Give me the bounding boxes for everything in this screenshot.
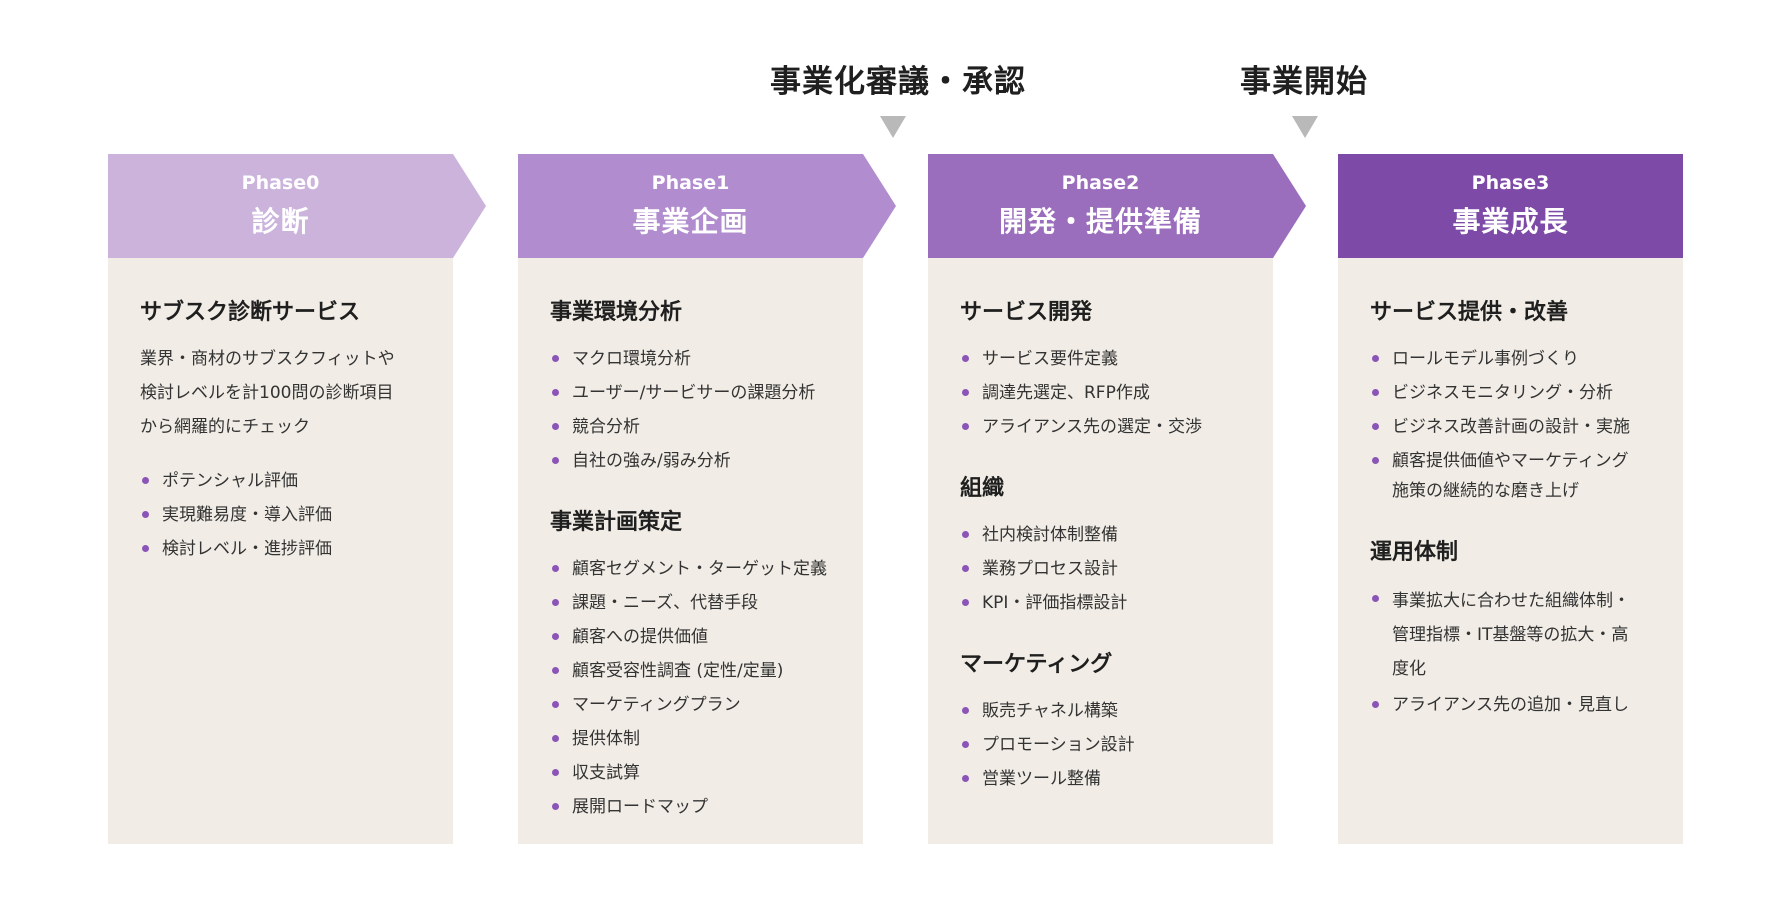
section-title: マーケティング — [960, 652, 1113, 677]
list-item: 営業ツール整備 — [960, 762, 1243, 796]
milestone-launch-label: 事業開始 — [1240, 64, 1368, 100]
phase-2-column: Phase2 開発・提供準備 サービス開発 サービス要件定義 調達先選定、RFP… — [928, 154, 1306, 844]
phase-1-name: 事業企画 — [632, 205, 749, 238]
list-item: 顧客への提供価値 — [550, 620, 833, 654]
phase-2-name: 開発・提供準備 — [998, 205, 1202, 238]
section-list: サービス要件定義 調達先選定、RFP作成 アライアンス先の選定・交渉 — [960, 342, 1243, 444]
phase-3-header: Phase3 事業成長 — [1338, 154, 1683, 258]
description-line: から網羅的にチェック — [140, 417, 310, 437]
list-item-line: 度化 — [1392, 659, 1426, 679]
phase-2-number: Phase2 — [1061, 172, 1140, 194]
list-item: サービス要件定義 — [960, 342, 1243, 376]
list-item: 展開ロードマップ — [550, 790, 833, 824]
list-item: 提供体制 — [550, 722, 833, 756]
list-item: 顧客提供価値やマーケティング 施策の継続的な磨き上げ — [1370, 444, 1653, 508]
list-item: 販売チャネル構築 — [960, 694, 1243, 728]
section-title: サブスク診断サービス — [140, 300, 361, 325]
list-item: 調達先選定、RFP作成 — [960, 376, 1243, 410]
phase-1-column: Phase1 事業企画 事業環境分析 マクロ環境分析 ユーザー/サービサーの課題… — [518, 154, 896, 844]
section-title: サービス開発 — [960, 300, 1093, 325]
phase-0-arrow — [453, 154, 486, 258]
phase-0-name: 診断 — [251, 205, 310, 238]
phase-3-number: Phase3 — [1471, 172, 1550, 194]
list-item-line: 施策の継続的な磨き上げ — [1392, 481, 1579, 501]
list-item: 収支試算 — [550, 756, 833, 790]
list-item: 業務プロセス設計 — [960, 552, 1243, 586]
phase-3-column: Phase3 事業成長 サービス提供・改善 ロールモデル事例づくり ビジネスモニ… — [1338, 154, 1683, 844]
description-line: 検討レベルを計100問の診断項目 — [140, 383, 394, 403]
section-title: 事業計画策定 — [550, 510, 683, 535]
list-item: ポテンシャル評価 — [140, 464, 423, 498]
list-item-line: 顧客提供価値やマーケティング — [1392, 451, 1629, 471]
section-list: 事業拡大に合わせた組織体制・ 管理指標・IT基盤等の拡大・高 度化 アライアンス… — [1370, 582, 1653, 722]
list-item: 顧客セグメント・ターゲット定義 — [550, 552, 833, 586]
section-description: 業界・商材のサブスクフィットや 検討レベルを計100問の診断項目 から網羅的にチ… — [140, 342, 423, 444]
list-item: プロモーション設計 — [960, 728, 1243, 762]
list-item: 社内検討体制整備 — [960, 518, 1243, 552]
list-item: ロールモデル事例づくり — [1370, 342, 1653, 376]
list-item: 競合分析 — [550, 410, 833, 444]
phase-1-header: Phase1 事業企画 — [518, 154, 896, 258]
list-item: 事業拡大に合わせた組織体制・ 管理指標・IT基盤等の拡大・高 度化 — [1370, 582, 1653, 688]
phase-1-panel: 事業環境分析 マクロ環境分析 ユーザー/サービサーの課題分析 競合分析 自社の強… — [518, 258, 863, 844]
list-item: 自社の強み/弱み分析 — [550, 444, 833, 478]
section-list: ポテンシャル評価 実現難易度・導入評価 検討レベル・進捗評価 — [140, 464, 423, 566]
description-line: 業界・商材のサブスクフィットや — [140, 349, 395, 369]
section-title: サービス提供・改善 — [1370, 300, 1569, 325]
phase-2-arrow — [1273, 154, 1306, 258]
list-item: KPI・評価指標設計 — [960, 586, 1243, 620]
section-list: 顧客セグメント・ターゲット定義 課題・ニーズ、代替手段 顧客への提供価値 顧客受… — [550, 552, 833, 824]
section-title: 事業環境分析 — [550, 300, 683, 325]
list-item: 課題・ニーズ、代替手段 — [550, 586, 833, 620]
section-list: 販売チャネル構築 プロモーション設計 営業ツール整備 — [960, 694, 1243, 796]
section-list: マクロ環境分析 ユーザー/サービサーの課題分析 競合分析 自社の強み/弱み分析 — [550, 342, 833, 478]
list-item-line: 管理指標・IT基盤等の拡大・高 — [1392, 625, 1629, 645]
list-item: マーケティングプラン — [550, 688, 833, 722]
list-item: アライアンス先の追加・見直し — [1370, 688, 1653, 722]
list-item: マクロ環境分析 — [550, 342, 833, 376]
list-item-line: 事業拡大に合わせた組織体制・ — [1392, 591, 1630, 611]
list-item: ユーザー/サービサーの課題分析 — [550, 376, 833, 410]
phase-2-header: Phase2 開発・提供準備 — [928, 154, 1306, 258]
milestone-approval-label: 事業化審議・承認 — [770, 64, 1026, 100]
phase-1-number: Phase1 — [651, 172, 730, 194]
section-list: 社内検討体制整備 業務プロセス設計 KPI・評価指標設計 — [960, 518, 1243, 620]
list-item: ビジネスモニタリング・分析 — [1370, 376, 1653, 410]
section-title: 運用体制 — [1370, 540, 1459, 565]
phase-0-panel: サブスク診断サービス 業界・商材のサブスクフィットや 検討レベルを計100問の診… — [108, 258, 453, 844]
list-item: 実現難易度・導入評価 — [140, 498, 423, 532]
list-item: ビジネス改善計画の設計・実施 — [1370, 410, 1653, 444]
milestone-launch-marker — [1292, 116, 1318, 138]
section-list: ロールモデル事例づくり ビジネスモニタリング・分析 ビジネス改善計画の設計・実施… — [1370, 342, 1653, 508]
list-item: 検討レベル・進捗評価 — [140, 532, 423, 566]
phase-2-panel: サービス開発 サービス要件定義 調達先選定、RFP作成 アライアンス先の選定・交… — [928, 258, 1273, 844]
phase-0-column: Phase0 診断 サブスク診断サービス 業界・商材のサブスクフィットや 検討レ… — [108, 154, 486, 844]
list-item: 顧客受容性調査 (定性/定量) — [550, 654, 833, 688]
phase-3-panel: サービス提供・改善 ロールモデル事例づくり ビジネスモニタリング・分析 ビジネス… — [1338, 258, 1683, 844]
list-item: アライアンス先の選定・交渉 — [960, 410, 1243, 444]
phase-0-number: Phase0 — [241, 172, 320, 194]
section-title: 組織 — [960, 476, 1005, 501]
phase-1-arrow — [863, 154, 896, 258]
milestone-approval-marker — [880, 116, 906, 138]
phase-3-name: 事業成長 — [1452, 205, 1569, 238]
phase-0-header: Phase0 診断 — [108, 154, 486, 258]
